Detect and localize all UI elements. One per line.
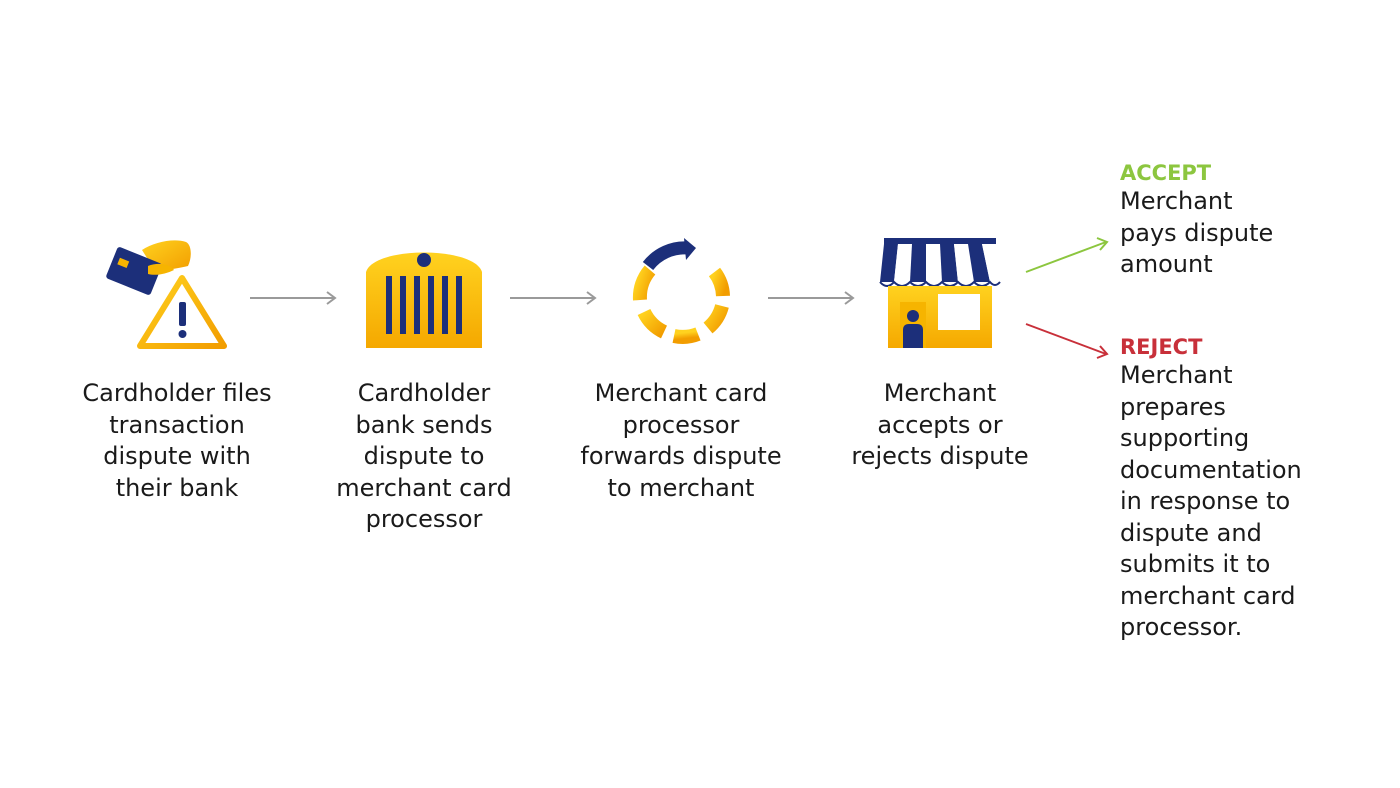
accept-outcome: ACCEPT Merchant pays dispute amount: [1120, 160, 1400, 281]
storefront-icon: [878, 238, 1002, 350]
flow-arrow-2: [510, 291, 597, 305]
reject-outcome: REJECT Merchant prepares supporting docu…: [1120, 334, 1400, 644]
reject-heading: REJECT: [1120, 335, 1203, 359]
step-4-label: Merchant accepts or rejects dispute: [851, 379, 1029, 470]
step-1-label: Cardholder files transaction dispute wit…: [82, 379, 272, 502]
flow-arrow-3: [768, 291, 855, 305]
accept-heading: ACCEPT: [1120, 161, 1212, 185]
card-warning-icon: [104, 236, 228, 350]
accept-text: Merchant pays dispute amount: [1120, 187, 1274, 278]
step-2-label: Cardholder bank sends dispute to merchan…: [336, 379, 512, 533]
bank-building-icon: [364, 238, 484, 350]
circular-arrow-icon: [626, 238, 738, 350]
step-3-label: Merchant card processor forwards dispute…: [580, 379, 782, 502]
reject-arrow: [1025, 323, 1109, 359]
flow-arrow-1: [250, 291, 337, 305]
accept-arrow: [1025, 237, 1109, 273]
reject-text: Merchant prepares supporting documentati…: [1120, 361, 1302, 641]
